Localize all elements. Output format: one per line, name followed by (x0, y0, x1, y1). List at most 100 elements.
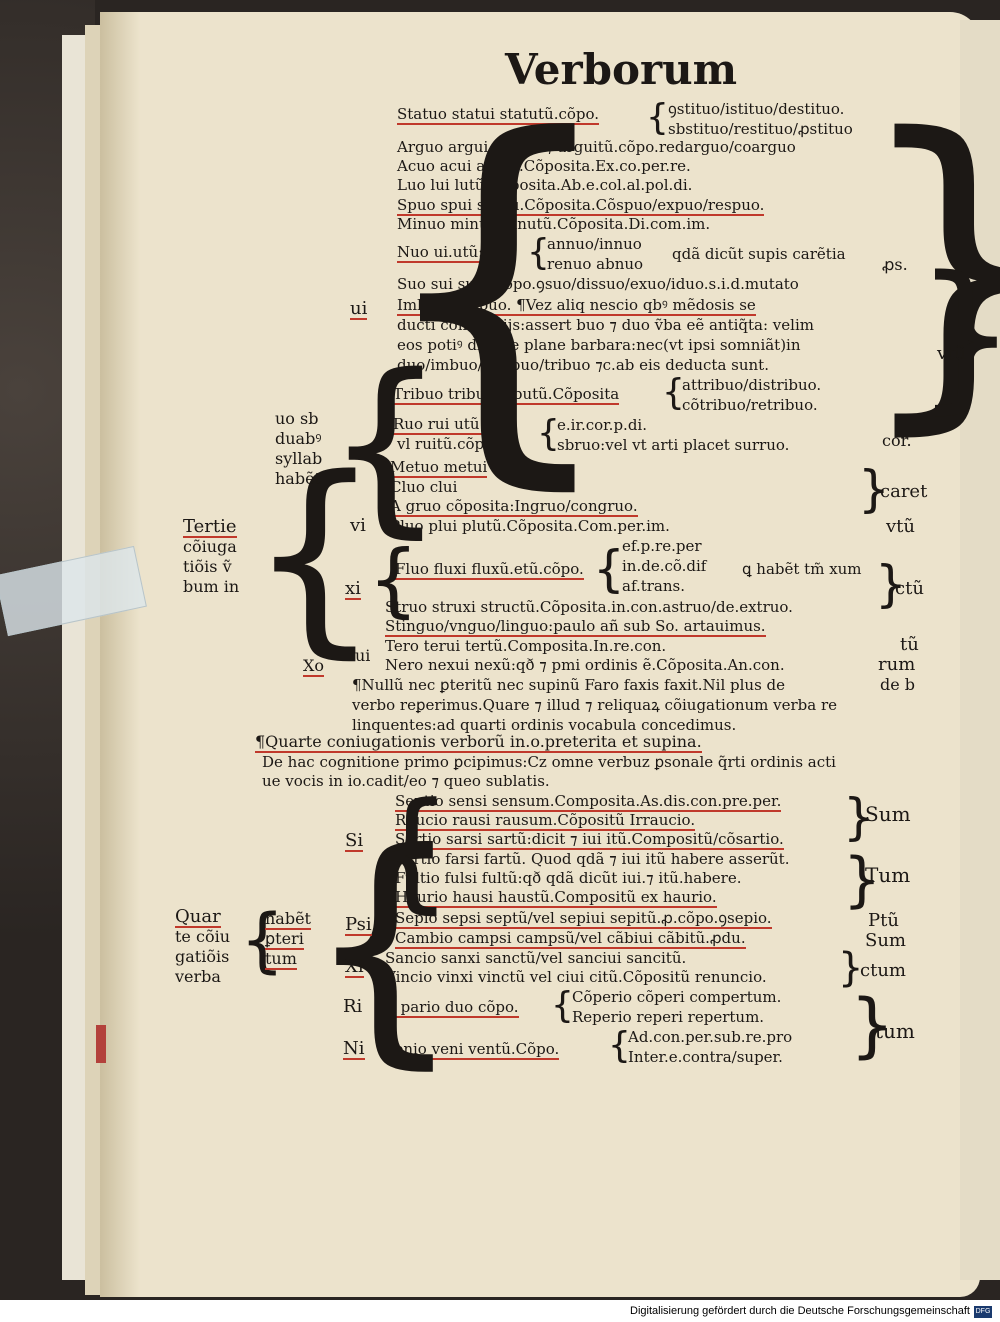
label-quarte-4: verba (175, 967, 221, 986)
brace-icon: } (843, 788, 875, 846)
fluo-sub-3: af.trans. (622, 577, 685, 595)
label-xi: xi (345, 578, 361, 600)
label-po: ꝓs. (882, 255, 908, 274)
line-spuo: Spuo spui sputũ.Cõposita.Cõspuo/expuo/re… (397, 196, 765, 216)
line-pluo: Pluo plui plutũ.Cõposita.Com.per.im. (390, 517, 670, 535)
label-ui: ui (350, 298, 368, 320)
line-arguo: Arguo argui utũ.dz ⁊ arguitũ.cõpo.redarg… (397, 138, 796, 156)
label-si: Si (345, 830, 364, 852)
label-ctum: ctum (860, 960, 906, 981)
label-cor: cor. (882, 431, 912, 450)
label-uo-1: uo sb (275, 409, 319, 428)
footer-text: Digitalisierung gefördert durch die Deut… (630, 1305, 970, 1317)
label-xi-2: Xi (345, 956, 364, 978)
label-vtu-2: vtũ (886, 516, 915, 537)
line-duo: duo/imbuo/delibuo/tribuo ⁊c.ab eis deduc… (397, 356, 769, 374)
label-quarte: Quar (175, 906, 221, 928)
line-dehac: De hac cognitione primo ꝑcipimus:Cz omne… (262, 753, 836, 771)
label-ni: Ni (343, 1038, 365, 1060)
brace-icon: { (527, 232, 550, 273)
label-uo-2: duabꝰ (275, 429, 322, 448)
label-habet-2: ꝑteri (265, 929, 304, 950)
pario-sub-1: Cõperio cõperi compertum. (572, 988, 782, 1006)
line-venio: Venio veni ventũ.Cõpo. (385, 1040, 560, 1060)
label-caret: caret (880, 481, 928, 502)
line-imbuo: Imbuo/delibuo. ¶Vez aliq nescio qbꝰ mẽdo… (397, 296, 756, 316)
line-acuo: Acuo acui acutũ.Cõposita.Ex.co.per.re. (397, 157, 691, 175)
facing-page-edge (960, 20, 1000, 1280)
line-agruo: A gruo cõposita:Ingruo/congruo. (390, 497, 638, 517)
label-sum: Sum (865, 802, 911, 826)
fluo-note: ꝗ habẽt tm̃ xum (742, 560, 862, 578)
brace-icon: { (240, 899, 285, 981)
brace-icon: } (852, 95, 1000, 435)
line-ue-vocis: ue vocis in io.cadit/eo ⁊ queo sublatis. (262, 772, 550, 790)
line-struo: Struo struxi structũ.Cõposita.in.con.ast… (385, 598, 793, 616)
label-tertie-4: bum in (183, 577, 240, 596)
label-ri: Ri (343, 996, 363, 1017)
line-tero: Tero terui tertũ.Composita.In.re.con. (385, 637, 667, 655)
line-sartio: Sartio sarsi sartũ:dicit ⁊ iui itũ.Compo… (395, 830, 784, 850)
brace-icon: { (370, 774, 453, 926)
nuo-sub-2: renuo abnuo (547, 255, 644, 273)
label-xo: Xo (303, 656, 325, 677)
brace-icon: } (843, 845, 882, 915)
brace-icon: { (368, 533, 419, 626)
line-sancio: Sancio sanxi sanctũ/vel sanciui sancitũ. (385, 949, 687, 967)
line-ruitu: vl ruitũ.cõp. (397, 435, 489, 453)
brace-icon: } (850, 984, 895, 1066)
line-ruo: Ruo rui utũ.cor. (393, 415, 512, 435)
label-ptu: Ptũ (868, 910, 899, 931)
fluo-sub-1: ef.p.re.per (622, 537, 702, 555)
label-psi: Psi (345, 914, 372, 936)
line-luo: Luo lui lutũ.Cõposita.Ab.e.col.al.pol.di… (397, 176, 693, 194)
footer: Digitalisierung gefördert durch die Deut… (0, 1302, 1000, 1322)
tribuo-sub-1: attribuo/distribuo. (682, 376, 822, 394)
brace-icon: { (608, 1025, 631, 1066)
line-metuo: Metuo metui (390, 458, 488, 478)
nuo-sub-1: annuo/innuo (547, 235, 642, 253)
ruo-sub-2: sbruo:vel vt arti placet surruo. (557, 436, 790, 454)
venio-sub-1: Ad.con.per.sub.re.pro (628, 1028, 793, 1046)
label-ui-2: ui (355, 646, 371, 665)
red-tab (96, 1025, 106, 1063)
line-eos: eos potiꝰ dixisse plane barbara:nec(vt i… (397, 336, 801, 354)
brace-icon: { (248, 432, 382, 677)
label-tertie-2: cõiuga (183, 537, 237, 556)
brace-icon: { (325, 334, 446, 555)
label-quarte-3: gatiõis (175, 947, 230, 966)
label-uo-4: habẽt (275, 469, 321, 488)
line-apario: A pario duo cõpo. (385, 998, 519, 1018)
label-sum-2: Sum (865, 930, 906, 951)
statuo-sub-2: sbstituo/restituo/ꝓstituo (668, 120, 853, 138)
brace-icon: } (858, 460, 890, 518)
label-habet-3: tum (265, 949, 297, 970)
line-statuo: Statuo statui statutũ.cõpo. (397, 105, 600, 125)
brace-icon: { (662, 372, 685, 413)
line-fartio: Fartio farsi fartũ. Quod qdã ⁊ iui itũ h… (395, 850, 790, 868)
label-tum-2: tum (875, 1019, 915, 1043)
dfg-logo-icon: DFG (974, 1306, 992, 1318)
section-heading: ¶Quarte coniugationis verborũ in.o.prete… (255, 732, 702, 753)
tribuo-sub-2: cõtribuo/retribuo. (682, 396, 818, 414)
line-nuo: Nuo ui.utũ:cũ (397, 243, 502, 263)
nuo-note: qdã dicũt supis carẽtia (672, 245, 846, 263)
line-verbo: verbo reꝑerimus.Quare ⁊ illud ⁊ reliquaꝝ… (352, 696, 838, 714)
brace-icon: { (305, 799, 465, 1090)
brace-icon: { (593, 540, 625, 598)
line-sentio: Sentio sensi sensum.Composita.As.dis.con… (395, 792, 782, 812)
statuo-sub-1: ꝯstituo/istituo/destituo. (668, 100, 845, 118)
book-page (100, 12, 980, 1297)
label-tertie-3: tiõis ṽ (183, 557, 232, 576)
brace-icon: { (551, 985, 574, 1026)
label-rum: rum (878, 654, 916, 675)
page-gutter (100, 12, 140, 1297)
label-tum: Tum (865, 863, 911, 887)
line-ducti: ducti cõmẽtarijs:assert buo ⁊ duo ṽba eẽ… (397, 316, 814, 334)
line-nullu: ¶Nullũ nec ꝑteritũ nec supinũ Faro faxis… (352, 676, 786, 694)
line-tribuo: Tribuo tribui tributũ.Cõposita (393, 385, 620, 405)
line-linquentes: linquentes:ad quarti ordinis vocabula co… (352, 716, 737, 734)
label-tertie: Tertie (183, 516, 237, 538)
line-fultio: Fultio fulsi fultũ:qð qdã dicũt iui.⁊ it… (395, 869, 742, 887)
page-header: Verborum (505, 45, 738, 94)
